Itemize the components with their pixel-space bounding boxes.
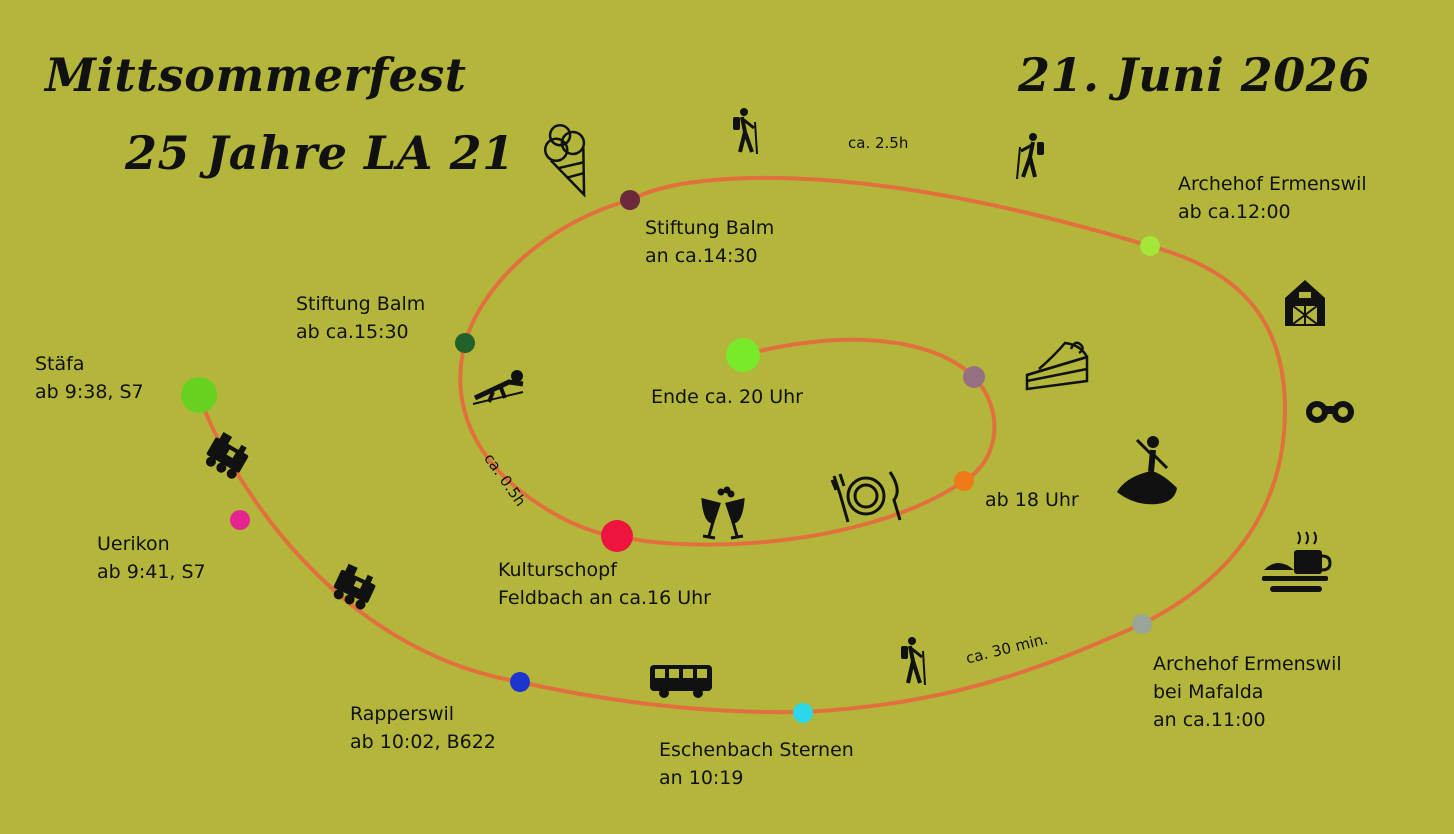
stop-label-archehof-an: Archehof Ermenswil bei Mafalda an ca.11:… — [1153, 653, 1342, 731]
stop-dot-archehof-ab — [1140, 236, 1160, 256]
stop-dot-eschenbach — [793, 703, 813, 723]
stop-dot-rapperswil — [510, 672, 530, 692]
barn-icon — [1285, 280, 1325, 326]
stop-label-kulturschopf: Kulturschopf Feldbach an ca.16 Uhr — [498, 559, 711, 609]
stop-dot-staefa — [181, 377, 217, 413]
stop-dot-balm-ab — [455, 333, 475, 353]
duration-hike-long: ca. 2.5h — [848, 134, 909, 152]
stop-dot-ab18 — [954, 471, 974, 491]
stop-label-balm-an: Stiftung Balm an ca.14:30 — [645, 217, 775, 267]
event-title: Mittsommerfest — [45, 48, 467, 102]
stop-label-ab18: ab 18 Uhr — [985, 489, 1079, 511]
stop-label-ende: Ende ca. 20 Uhr — [651, 386, 803, 408]
binoculars-icon — [1306, 401, 1354, 423]
stop-label-balm-ab: Stiftung Balm ab ca.15:30 — [296, 293, 426, 343]
train-icon — [205, 432, 249, 479]
hiker-icon — [901, 637, 926, 686]
stop-dot-cake — [963, 366, 985, 388]
coffee-croissant-icon — [1262, 531, 1332, 592]
hiker-icon — [1016, 133, 1044, 180]
stop-label-rapperswil: Rapperswil ab 10:02, B622 — [350, 703, 496, 753]
ice-cream-icon — [543, 123, 586, 198]
stop-label-archehof-ab: Archehof Ermenswil ab ca.12:00 — [1178, 173, 1367, 223]
event-subtitle: 25 Jahre LA 21 — [125, 126, 515, 180]
hiker-icon — [733, 108, 758, 155]
stop-dot-balm-an — [620, 190, 640, 210]
cake-slice-icon — [1025, 341, 1089, 391]
route-spiral — [197, 175, 1288, 715]
event-date: 21. Juni 2026 — [1018, 48, 1371, 102]
stop-dot-kulturschopf — [601, 520, 633, 552]
stop-label-staefa: Stäfa ab 9:38, S7 — [35, 353, 144, 403]
dancer-icon — [1117, 436, 1177, 505]
plate-cutlery-icon — [830, 471, 902, 523]
slide-icon — [472, 370, 524, 405]
train-icon — [333, 563, 376, 610]
stop-label-uerikon: Uerikon ab 9:41, S7 — [97, 533, 206, 583]
stop-dot-archehof-an — [1132, 614, 1152, 634]
champagne-glasses-icon — [701, 486, 745, 540]
stop-label-eschenbach: Eschenbach Sternen an 10:19 — [659, 739, 854, 789]
stop-dot-ende — [726, 338, 760, 372]
stop-dot-uerikon — [230, 510, 250, 530]
bus-icon — [650, 665, 712, 698]
